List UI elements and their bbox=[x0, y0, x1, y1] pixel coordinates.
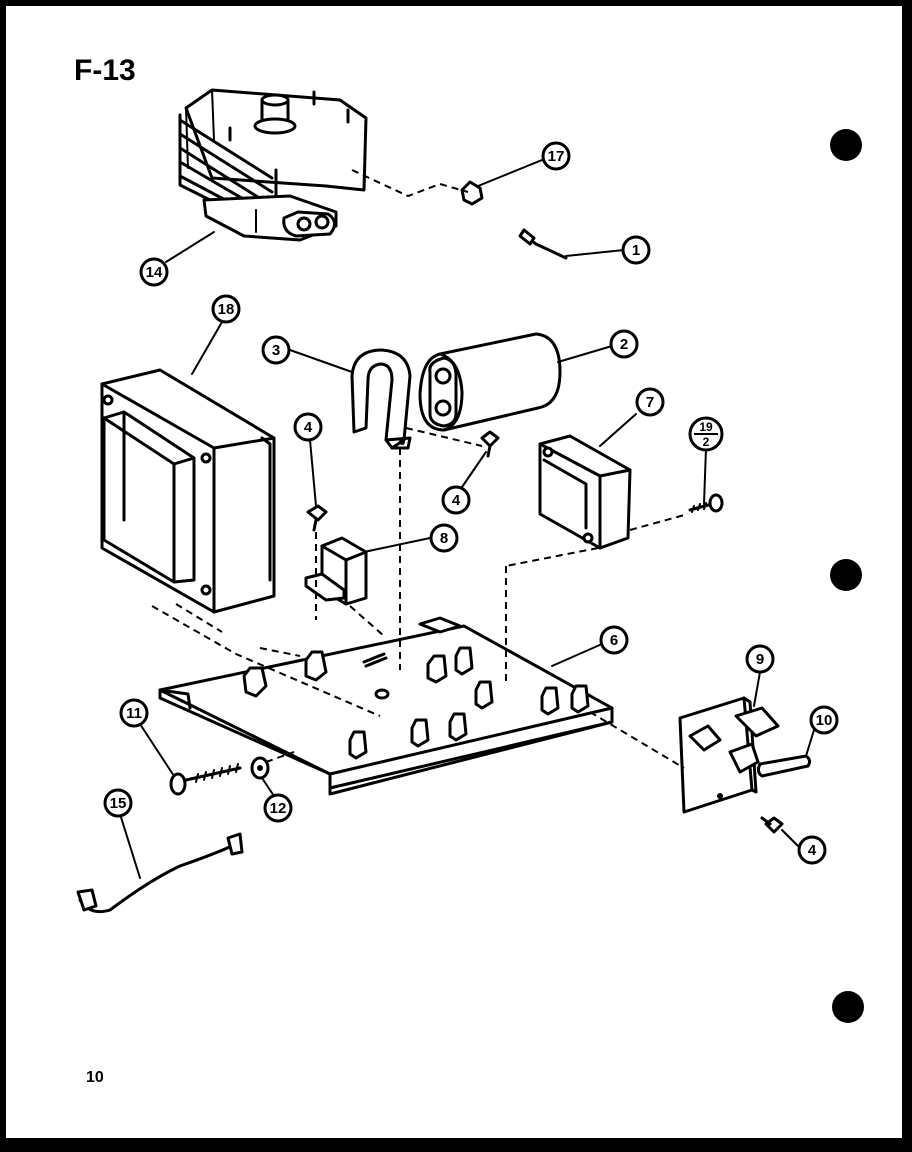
callout-14: 14 bbox=[139, 257, 169, 287]
callout-4-plate: 4 bbox=[797, 835, 827, 865]
callout-7-label: 7 bbox=[646, 394, 654, 411]
callout-8-label: 8 bbox=[440, 530, 448, 547]
callout-4-capacitor: 4 bbox=[441, 485, 471, 515]
callout-15: 15 bbox=[103, 788, 133, 818]
fuse-holder-plate-part bbox=[678, 696, 780, 814]
mounting-screw-part bbox=[688, 493, 724, 513]
callout-17: 17 bbox=[541, 141, 571, 171]
callout-14-label: 14 bbox=[146, 264, 163, 281]
washer-part bbox=[250, 756, 270, 780]
callout-18: 18 bbox=[211, 294, 241, 324]
callout-2-label: 2 bbox=[620, 336, 628, 353]
fuse-part bbox=[756, 754, 812, 778]
long-screw-part bbox=[169, 763, 242, 796]
screw-part-b bbox=[480, 430, 500, 458]
leader-lines bbox=[119, 159, 815, 879]
callout-3: 3 bbox=[261, 335, 291, 365]
high-voltage-fuse-part bbox=[518, 228, 568, 260]
callout-9-label: 9 bbox=[756, 651, 764, 668]
capacitor-part bbox=[418, 332, 562, 432]
ground-wire-part bbox=[76, 832, 244, 914]
callout-19-label: 19 bbox=[699, 420, 713, 434]
callout-4a-label: 4 bbox=[304, 419, 313, 436]
filament-transformer-part bbox=[538, 434, 632, 550]
callout-18-label: 18 bbox=[218, 301, 235, 318]
assembly-guide-lines bbox=[151, 169, 689, 769]
fuse-holder-part bbox=[460, 180, 484, 206]
callout-4c-label: 4 bbox=[808, 842, 817, 859]
callout-3-label: 3 bbox=[272, 342, 280, 359]
callout-4-transformer: 4 bbox=[293, 412, 323, 442]
callout-8: 8 bbox=[429, 523, 459, 553]
binder-hole-bottom bbox=[832, 991, 864, 1023]
callout-10-label: 10 bbox=[816, 712, 833, 729]
callout-2: 2 bbox=[609, 329, 639, 359]
callout-6-label: 6 bbox=[610, 632, 618, 649]
callout-10: 10 bbox=[809, 705, 839, 735]
callout-1: 1 bbox=[621, 235, 651, 265]
callout-9: 9 bbox=[745, 644, 775, 674]
screw-part-c bbox=[760, 816, 784, 834]
figure-title: F-13 bbox=[74, 54, 136, 87]
callout-19-over-2: 19 2 bbox=[688, 416, 724, 452]
callout-1-label: 1 bbox=[632, 242, 640, 259]
callout-11-label: 11 bbox=[126, 705, 142, 722]
callout-12: 12 bbox=[263, 793, 293, 823]
page-number: 10 bbox=[86, 1069, 104, 1086]
binder-hole-middle bbox=[830, 559, 862, 591]
magnetron-part bbox=[178, 88, 368, 242]
callout-19-sub-label: 2 bbox=[703, 435, 710, 449]
callout-12-label: 12 bbox=[270, 800, 287, 817]
callout-11: 11 bbox=[119, 698, 149, 728]
binder-hole-top bbox=[830, 129, 862, 161]
callout-6: 6 bbox=[599, 625, 629, 655]
callout-17-label: 17 bbox=[548, 148, 565, 165]
callout-4b-label: 4 bbox=[452, 492, 461, 509]
screw-part-a bbox=[306, 504, 328, 532]
callout-15-label: 15 bbox=[110, 795, 127, 812]
transformer-part bbox=[100, 368, 276, 614]
paper-background bbox=[6, 6, 902, 1138]
base-plate-part bbox=[158, 616, 614, 796]
callout-7: 7 bbox=[635, 387, 665, 417]
